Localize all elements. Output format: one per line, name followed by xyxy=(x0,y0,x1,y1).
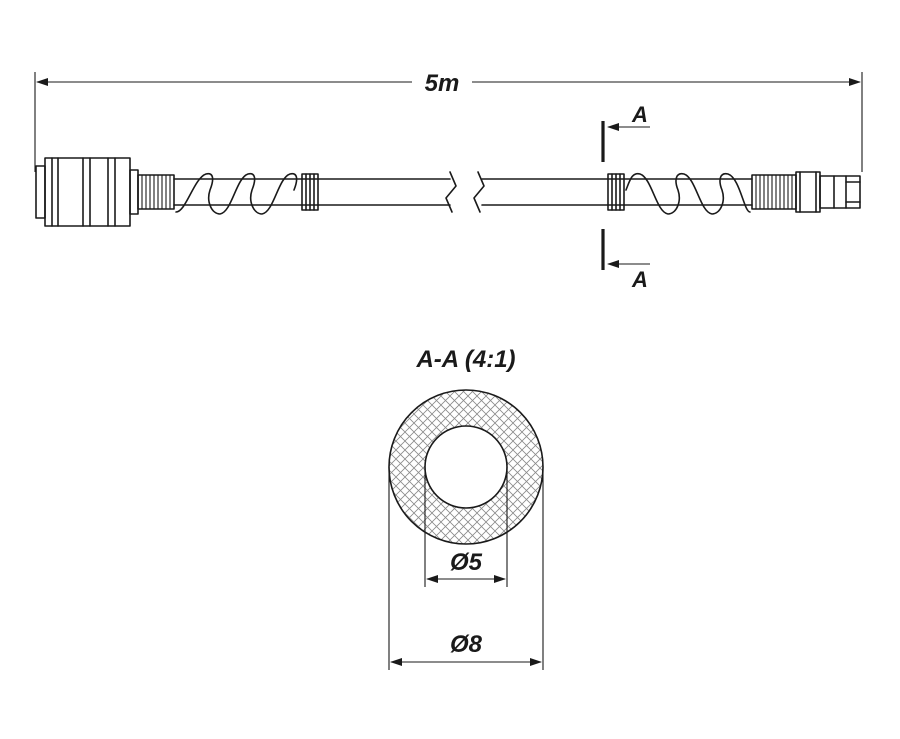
left-spring-guard xyxy=(175,172,319,215)
length-dimension: 5m xyxy=(34,70,863,172)
section-marker-top: A xyxy=(601,102,650,162)
right-thread xyxy=(751,174,797,210)
break-symbol xyxy=(445,171,485,213)
left-thread xyxy=(137,174,175,210)
inner-diameter-label: Ø5 xyxy=(450,549,483,576)
hose-cross-section xyxy=(388,389,544,545)
section-title: A-A (4:1) xyxy=(415,346,515,373)
outer-diameter-label: Ø8 xyxy=(450,631,483,658)
right-spring-guard xyxy=(607,172,751,215)
coupler-collar xyxy=(129,169,139,215)
section-marker-bottom: A xyxy=(601,229,650,292)
section-marker-label-top: A xyxy=(631,102,648,127)
coupler-end-cap xyxy=(35,165,46,219)
inner-diameter-dimension: Ø5 xyxy=(424,467,508,587)
male-plug xyxy=(795,171,861,213)
section-marker-label-bottom: A xyxy=(631,267,648,292)
female-coupler xyxy=(35,157,139,227)
hose-assembly xyxy=(35,157,861,227)
length-label: 5m xyxy=(425,70,460,97)
inner-bore-circle xyxy=(424,425,508,509)
hose-wall-hatch xyxy=(389,390,543,544)
outer-diameter-dimension: Ø8 xyxy=(388,467,544,670)
